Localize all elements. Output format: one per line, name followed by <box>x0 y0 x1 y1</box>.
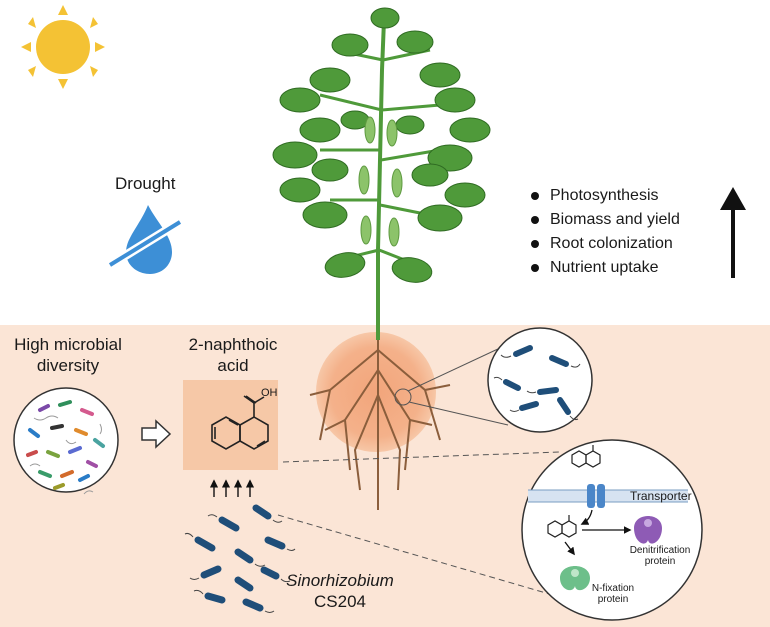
soybean-plant <box>272 7 491 340</box>
microbial-diversity-label: High microbial diversity <box>8 334 128 376</box>
oh-label: OH <box>261 387 278 399</box>
up-arrow-icon <box>720 187 746 278</box>
sun-icon <box>21 5 105 89</box>
rhizosphere-zone <box>316 332 436 452</box>
microbial-diversity-line-2: diversity <box>36 356 100 375</box>
nfixation-line-2: protein <box>597 594 629 605</box>
plant-effects-list: Photosynthesis Biomass and yield Root co… <box>530 184 680 280</box>
transporter-icon <box>587 484 605 508</box>
denitrification-label: Denitrification protein <box>622 545 698 567</box>
strain-id: CS204 <box>314 592 366 611</box>
nfixation-protein-icon <box>560 566 590 591</box>
transporter-label: Transporter <box>630 489 692 503</box>
strain-name: Sinorhizobium <box>286 571 394 590</box>
compound-label: 2-naphthoic acid <box>178 334 288 376</box>
compound-line-2: acid <box>217 356 249 375</box>
compound-inside-icon <box>547 515 577 538</box>
drought-drop-icon <box>107 205 183 274</box>
naphthoic-acid-structure <box>211 395 269 450</box>
sinorhizobium-bacteria <box>194 504 286 612</box>
compound-outside-icon <box>571 445 601 468</box>
cell-membrane <box>528 489 688 503</box>
denitrification-line-1: Denitrification <box>629 545 691 556</box>
right-hollow-arrow-icon <box>141 419 172 449</box>
compound-box <box>183 380 278 470</box>
effect-item: Root colonization <box>530 232 680 256</box>
root-bacteria <box>503 345 571 415</box>
compound-line-1: 2-naphthoic <box>188 335 278 354</box>
denitrification-protein-icon <box>634 516 662 544</box>
plant-roots <box>309 340 451 510</box>
diverse-microbes <box>26 400 105 490</box>
effect-item: Photosynthesis <box>530 184 680 208</box>
root-zoom-circle <box>487 327 593 433</box>
effect-item: Biomass and yield <box>530 208 680 232</box>
strain-label: Sinorhizobium CS204 <box>280 570 400 612</box>
nfixation-line-1: N-fixation <box>591 583 635 594</box>
drought-label: Drought <box>115 174 176 193</box>
nfixation-label: N-fixation protein <box>578 583 648 605</box>
microbial-diversity-line-1: High microbial <box>14 335 122 354</box>
secretion-arrows <box>209 479 255 497</box>
effect-item: Nutrient uptake <box>530 256 680 280</box>
denitrification-line-2: protein <box>644 556 676 567</box>
